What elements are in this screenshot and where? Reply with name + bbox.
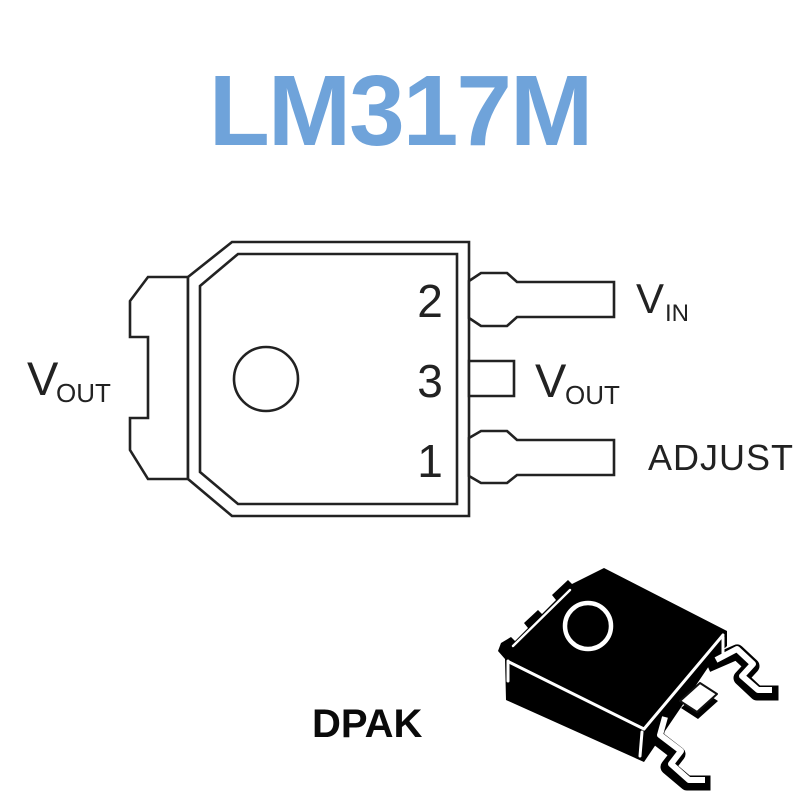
part-number-title: LM317M [209,55,592,167]
pin2-lead [467,271,616,328]
mounting-hole-3d [562,600,614,652]
edge-front-right [642,633,725,731]
body-outline-inner [198,252,459,506]
pin3-label-vout: V OUT [535,354,620,410]
lead3d-vout-stub-top [679,682,718,713]
vin-label-main: V [636,275,664,322]
body3d-silhouette [498,568,727,762]
edge-front-left [507,660,646,731]
tab-label-vout: V OUT [27,352,111,408]
body-outline-outer [186,240,471,518]
pin3-number: 3 [417,355,443,407]
pin3-lead [467,359,516,398]
vout-left-label-sub: OUT [56,378,111,408]
mounting-hole [232,345,300,413]
pin2-label-vin: V IN [636,275,689,327]
pin1-number: 1 [417,435,443,487]
edge-corner-front [638,730,644,758]
vout-right-label-main: V [535,354,567,407]
lead3d-adjust-top [657,716,705,783]
pin1-lead [467,429,616,485]
tab-outline [128,275,190,481]
edge-tab-bevel [511,588,572,648]
vout-right-label-sub: OUT [565,380,620,410]
vin-label-sub: IN [665,300,689,327]
lead3d-vin-top [714,646,772,693]
vout-left-label-main: V [27,352,59,405]
pin2-number: 2 [417,275,443,327]
package-3d-view [498,568,779,791]
pin1-label-adjust: ADJUST [648,437,794,478]
package-top-view: 2 3 1 V IN V OUT ADJUST V OUT [27,240,794,518]
package-type-label: DPAK [312,702,422,746]
